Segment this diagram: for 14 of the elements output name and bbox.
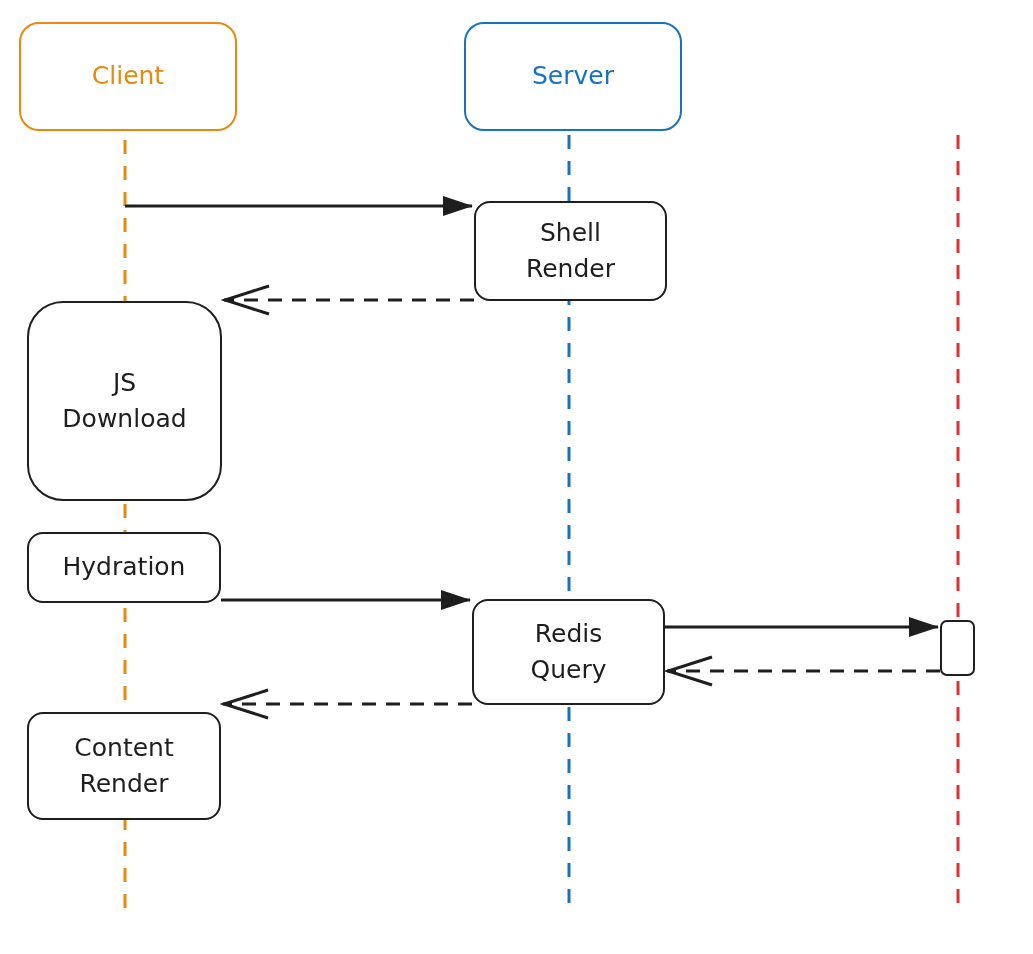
- process-box: JS Download: [27, 301, 222, 501]
- process-box: Content Render: [27, 712, 221, 820]
- process-box: Hydration: [27, 532, 221, 603]
- arrow: [221, 590, 471, 610]
- arrow: [223, 284, 474, 316]
- activation-bar: [940, 620, 975, 676]
- arrow: [125, 196, 473, 216]
- participant-box: Client: [19, 22, 237, 131]
- participant-box: Server: [464, 22, 682, 131]
- process-box: Shell Render: [474, 201, 667, 301]
- arrow: [665, 617, 939, 637]
- arrow: [222, 688, 472, 720]
- process-box: Redis Query: [472, 599, 665, 705]
- arrow: [666, 655, 940, 687]
